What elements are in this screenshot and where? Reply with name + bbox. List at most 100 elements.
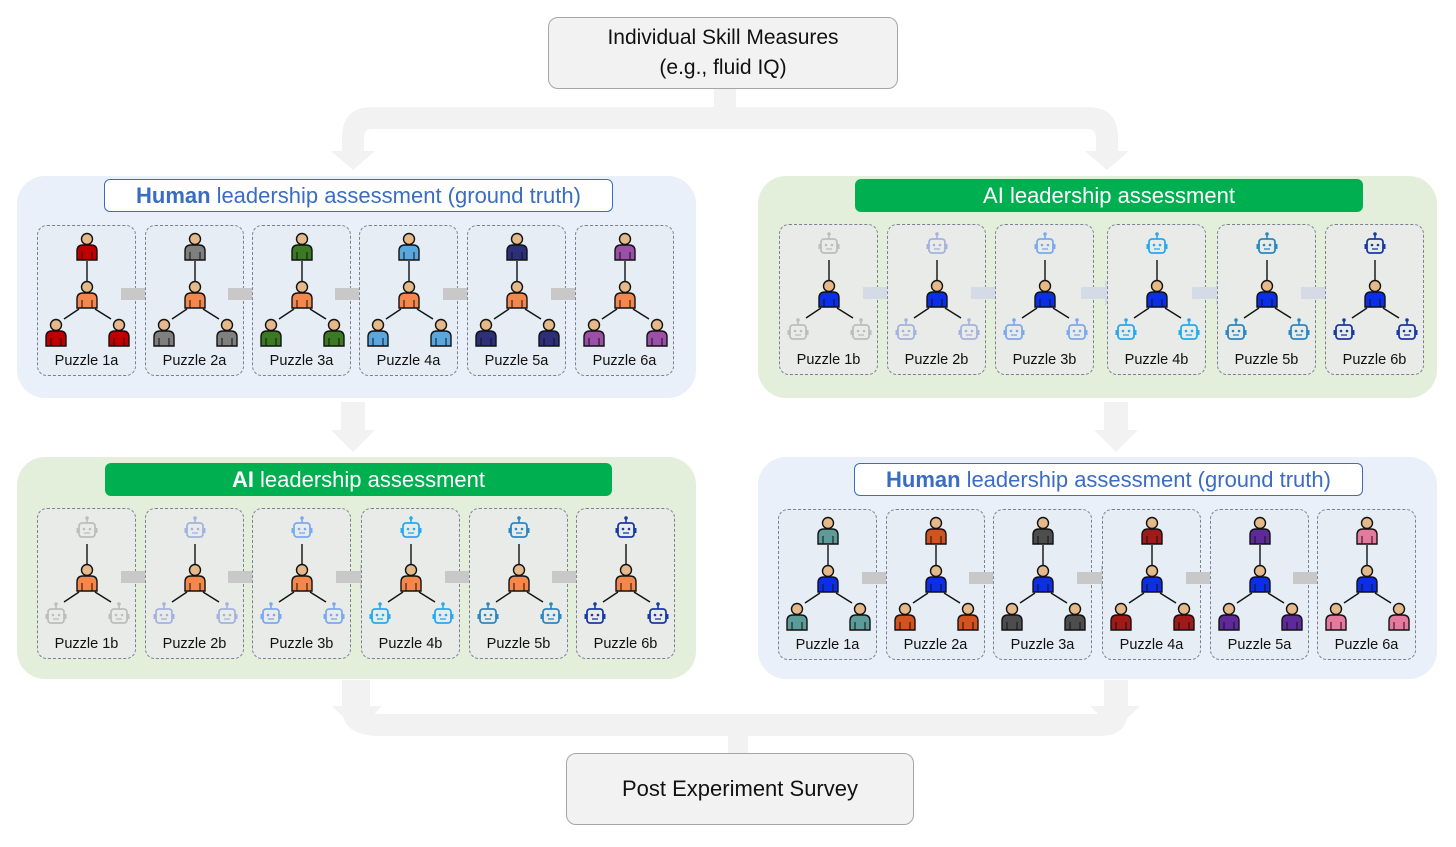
robot-icon [1256, 232, 1278, 254]
assessment-title-text: AI leadership assessment [983, 182, 1235, 208]
leader-person-icon [1034, 279, 1056, 308]
leader-person-icon [398, 280, 420, 309]
puzzle-label: Puzzle 4a [1119, 637, 1184, 653]
robot-icon [1225, 318, 1247, 340]
robot-icon [108, 602, 130, 624]
puzzle-label: Puzzle 2a [162, 353, 227, 369]
leader-person-icon [291, 563, 313, 592]
link-line [278, 308, 295, 320]
link-line [1128, 592, 1145, 604]
puzzle-label: Puzzle 6b [1342, 352, 1407, 368]
puzzle-card: Puzzle 3a [993, 509, 1092, 660]
robot-icon [216, 602, 238, 624]
leader-person-icon [400, 563, 422, 592]
puzzle-card: Puzzle 6b [1325, 224, 1424, 375]
robot-icon [184, 516, 206, 538]
robot-icon [958, 318, 980, 340]
robot-icon [1364, 232, 1386, 254]
team-network-graphic [786, 516, 871, 631]
robot-icon [818, 232, 840, 254]
team-network-graphic [1001, 516, 1086, 631]
assessment-title-text: leadership assessment (ground truth) [966, 466, 1331, 492]
team-network-graphic [153, 516, 238, 624]
person-icon [957, 602, 979, 631]
leader-person-icon [76, 280, 98, 309]
leader-person-icon [1256, 279, 1278, 308]
team-network-graphic [45, 232, 130, 347]
puzzle-card: Puzzle 3b [252, 508, 351, 659]
robot-icon [1178, 318, 1200, 340]
person-icon [1218, 602, 1240, 631]
robot-icon [508, 516, 530, 538]
link-line [835, 592, 853, 604]
link-line [836, 307, 854, 319]
person-icon [1281, 602, 1303, 631]
link-line [1351, 307, 1368, 319]
team-network-graphic [45, 516, 130, 624]
puzzle-label: Puzzle 6a [1334, 637, 1399, 653]
leader-person-icon [1249, 564, 1271, 593]
puzzle-label: Puzzle 3a [1010, 637, 1075, 653]
link-line [602, 591, 619, 603]
link-line [202, 591, 220, 603]
person-icon [817, 516, 839, 545]
team-network-graphic [367, 232, 452, 347]
team-network-graphic [787, 232, 872, 340]
link-line [632, 308, 650, 320]
robot-icon [45, 602, 67, 624]
person-icon [614, 232, 636, 261]
robot-icon [1066, 318, 1088, 340]
link-line [1164, 307, 1182, 319]
robot-icon [540, 602, 562, 624]
person-icon [849, 602, 871, 631]
skill-measures-line2: (e.g., fluid IQ) [659, 56, 787, 79]
person-icon [925, 516, 947, 545]
leader-person-icon [1364, 279, 1386, 308]
puzzle-label: Puzzle 6a [592, 353, 657, 369]
robot-icon [926, 232, 948, 254]
robot-icon [1146, 232, 1168, 254]
link-line [278, 591, 295, 603]
team-network-graphic [1115, 232, 1200, 340]
team-network-graphic [895, 232, 980, 340]
arrow-down-right-top [1085, 151, 1129, 170]
assessment-title-bold: AI [231, 466, 254, 492]
team-network-graphic [477, 516, 562, 624]
puzzle-card: Puzzle 1b [37, 508, 136, 659]
puzzle-label: Puzzle 4b [1124, 352, 1189, 368]
puzzle-label: Puzzle 5b [486, 636, 551, 652]
puzzle-card: Puzzle 6a [1317, 509, 1416, 660]
puzzle-card: Puzzle 4b [1107, 224, 1206, 375]
robot-icon [1396, 318, 1418, 340]
puzzle-card: Puzzle 1a [37, 225, 136, 376]
leader-person-icon [184, 563, 206, 592]
person-icon [1110, 602, 1132, 631]
person-icon [1388, 602, 1410, 631]
link-line [1021, 307, 1038, 319]
leader-person-icon [506, 280, 528, 309]
robot-icon [584, 602, 606, 624]
robot-icon [1115, 318, 1137, 340]
link-line [1243, 307, 1260, 319]
link-line [416, 308, 434, 320]
robot-icon [153, 602, 175, 624]
person-icon [1356, 516, 1378, 545]
team-network-graphic [1218, 516, 1303, 631]
puzzle-label: Puzzle 1b [796, 352, 861, 368]
team-network-graphic [475, 232, 560, 347]
assessment-title-text: leadership assessment (ground truth) [216, 182, 581, 208]
link-line [385, 308, 402, 320]
puzzle-label: Puzzle 4b [378, 636, 443, 652]
leader-person-icon [1141, 564, 1163, 593]
leader-person-icon [926, 279, 948, 308]
person-icon [153, 318, 175, 347]
robot-icon [787, 318, 809, 340]
leader-person-icon [1032, 564, 1054, 593]
team-network-graphic [1003, 232, 1088, 340]
robot-icon [369, 602, 391, 624]
connector-bottom-merge [342, 680, 1128, 736]
puzzle-label: Puzzle 5b [1234, 352, 1299, 368]
robot-icon [477, 602, 499, 624]
person-icon [108, 318, 130, 347]
